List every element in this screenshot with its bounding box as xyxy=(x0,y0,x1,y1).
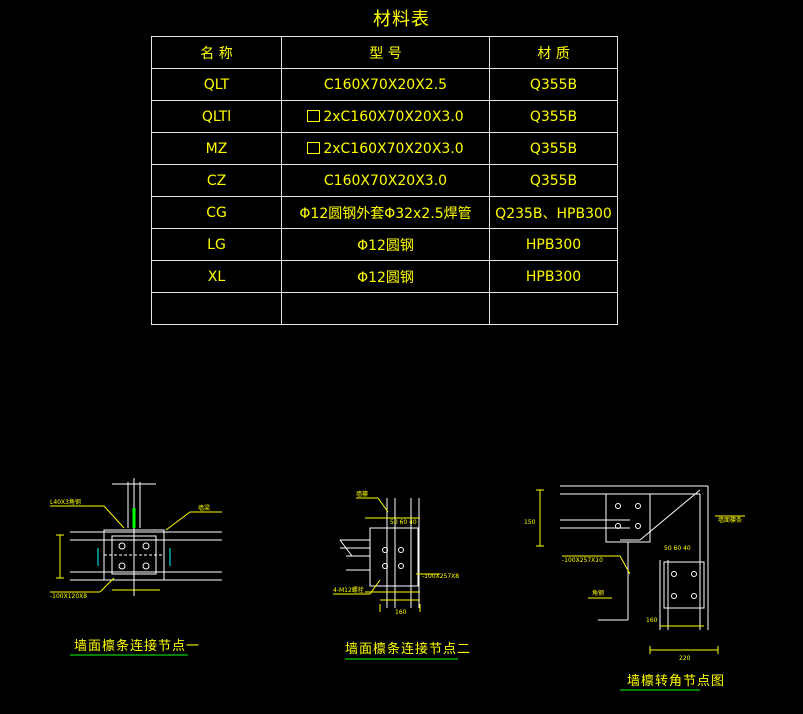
detail1-caption: 墙面檩条连接节点一 xyxy=(74,639,201,654)
cell-spec-text: C160X70X20X2.5 xyxy=(323,76,448,93)
cell-spec: 2xC160X70X20X3.0 xyxy=(281,100,490,133)
cell-spec-text: 2xC160X70X20X3.0 xyxy=(323,140,464,157)
detail2-caption: 墙面檩条连接节点二 xyxy=(345,642,472,657)
cell-material: Q355B xyxy=(489,100,618,133)
cell-material: Q235B、HPB300 xyxy=(489,196,618,229)
cell-material: HPB300 xyxy=(489,260,618,293)
cell-name: QLT xyxy=(151,68,282,101)
detail3-label-dims: 50 60 40 xyxy=(664,545,691,552)
detail2-drawing xyxy=(333,497,458,660)
cell-name: MZ xyxy=(151,132,282,165)
detail1-label-angle: L40X3角钢 xyxy=(50,498,81,506)
detail3-label-angle: 角钢 xyxy=(592,589,604,597)
cell-name xyxy=(151,292,282,325)
header-material: 材 质 xyxy=(489,36,618,69)
cell-spec-text: Φ12圆钢 xyxy=(357,237,414,254)
cell-spec-text: C160X70X20X3.0 xyxy=(323,172,448,189)
cell-name: QLTl xyxy=(151,100,282,133)
table-title: 材料表 xyxy=(373,9,430,30)
detail2-label-bolts: 4-M12螺栓 xyxy=(333,586,364,594)
detail2-label-dim160: 160 xyxy=(395,609,407,616)
detail2-label-purlin: 墙檩 xyxy=(356,490,368,498)
header-spec: 型 号 xyxy=(281,36,490,69)
detail2-label-dims: 50 60 40 xyxy=(390,519,417,526)
detail3-label-plate: -100X257X10 xyxy=(562,557,603,564)
detail3-label-purlin: 墙面檩条 xyxy=(718,516,742,524)
cell-material: HPB300 xyxy=(489,228,618,261)
detail3-drawing xyxy=(536,485,745,691)
cell-spec: 2xC160X70X20X3.0 xyxy=(281,132,490,165)
detail1-drawing xyxy=(50,478,222,656)
cell-name: LG xyxy=(151,228,282,261)
cell-material: Q355B xyxy=(489,164,618,197)
box-section-icon xyxy=(307,141,321,154)
cell-spec-text: 2xC160X70X20X3.0 xyxy=(323,108,464,125)
detail3-label-dim150: 150 xyxy=(524,519,536,526)
cell-spec-text: Φ12圆钢 xyxy=(357,269,414,286)
detail1-label-beam: 墙梁 xyxy=(198,504,210,512)
header-name: 名 称 xyxy=(151,36,282,69)
cell-spec: Φ12圆钢外套Φ32x2.5焊管 xyxy=(281,196,490,229)
detail3-caption: 墙檩转角节点图 xyxy=(627,674,726,689)
detail2-label-plate: -100X257X8 xyxy=(422,573,459,580)
detail1-label-plate: -100X120X8 xyxy=(50,593,87,600)
table-row: QLTl 2xC160X70X20X3.0 Q355B xyxy=(151,100,618,133)
cell-spec xyxy=(281,292,490,325)
detail3-label-dim160: 160 xyxy=(646,617,658,624)
cell-spec: Φ12圆钢 xyxy=(281,260,490,293)
cell-material xyxy=(489,292,618,325)
box-section-icon xyxy=(307,109,321,122)
cell-spec-text: Φ12圆钢外套Φ32x2.5焊管 xyxy=(299,205,472,222)
cell-name: XL xyxy=(151,260,282,293)
table-row xyxy=(151,292,618,325)
table-header-row: 名 称 型 号 材 质 xyxy=(151,36,618,69)
detail3-label-dim220: 220 xyxy=(679,655,691,662)
table-row: XL Φ12圆钢 HPB300 xyxy=(151,260,618,293)
